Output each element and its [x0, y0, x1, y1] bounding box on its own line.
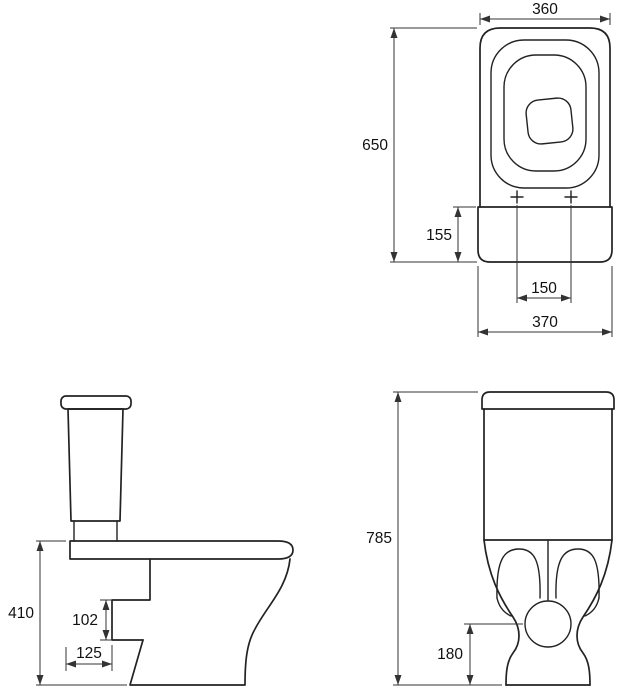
- dim-bowl-height: [36, 540, 127, 686]
- seat-cover-side: [69, 540, 294, 560]
- dim-seat-width-label: 360: [532, 1, 558, 18]
- cistern-top-outline: [477, 206, 613, 263]
- bolt-hole-left-icon: [510, 190, 524, 204]
- dim-outlet-offset-label: 125: [76, 645, 102, 662]
- dim-seat-width: [479, 13, 611, 25]
- dim-outlet-center-height-label: 180: [437, 646, 463, 663]
- dim-total-height-label: 785: [366, 530, 392, 547]
- pedestal-left: [483, 539, 520, 686]
- cistern-lid-front: [481, 391, 615, 410]
- cistern-side: [67, 408, 124, 522]
- cistern-front: [483, 408, 613, 541]
- side-view: 410 102 125: [6, 395, 294, 686]
- dim-tank-depth: [453, 206, 476, 262]
- front-view: 785 180: [364, 391, 615, 686]
- bowl-arch-left: [496, 548, 541, 599]
- top-view: 360 650 155 150 370: [360, 0, 613, 337]
- dim-tank-width: [477, 266, 613, 337]
- dim-total-length: [390, 27, 477, 263]
- dim-outlet-center-height: [464, 623, 523, 685]
- dim-outlet-size: [100, 599, 112, 641]
- dim-total-length-label: 650: [362, 137, 388, 154]
- seat-outline: [479, 27, 611, 208]
- dim-bowl-height-label: 410: [8, 605, 34, 622]
- bowl-arch-right: [555, 548, 600, 599]
- dim-bolt-spacing: [516, 205, 572, 303]
- pedestal-right: [576, 539, 613, 686]
- dim-total-height: [393, 391, 502, 686]
- bolt-hole-right-icon: [564, 190, 578, 204]
- bowl-flare-right: [584, 597, 600, 617]
- dim-outlet-offset: [65, 645, 113, 671]
- drain-outline: [525, 97, 574, 145]
- dim-tank-depth-label: 155: [426, 227, 452, 244]
- seat-ring: [490, 39, 600, 189]
- cistern-lid-side: [60, 395, 132, 410]
- bowl-profile: [129, 558, 291, 686]
- bowl-flare-left: [496, 597, 512, 617]
- cistern-bowl-joint: [73, 520, 118, 542]
- dim-tank-width-label: 370: [532, 314, 558, 331]
- outlet-stub: [111, 558, 151, 641]
- dim-bolt-spacing-label: 150: [531, 280, 557, 297]
- bowl-opening: [503, 54, 587, 172]
- outlet-circle: [524, 600, 572, 648]
- dim-outlet-size-label: 102: [72, 612, 98, 629]
